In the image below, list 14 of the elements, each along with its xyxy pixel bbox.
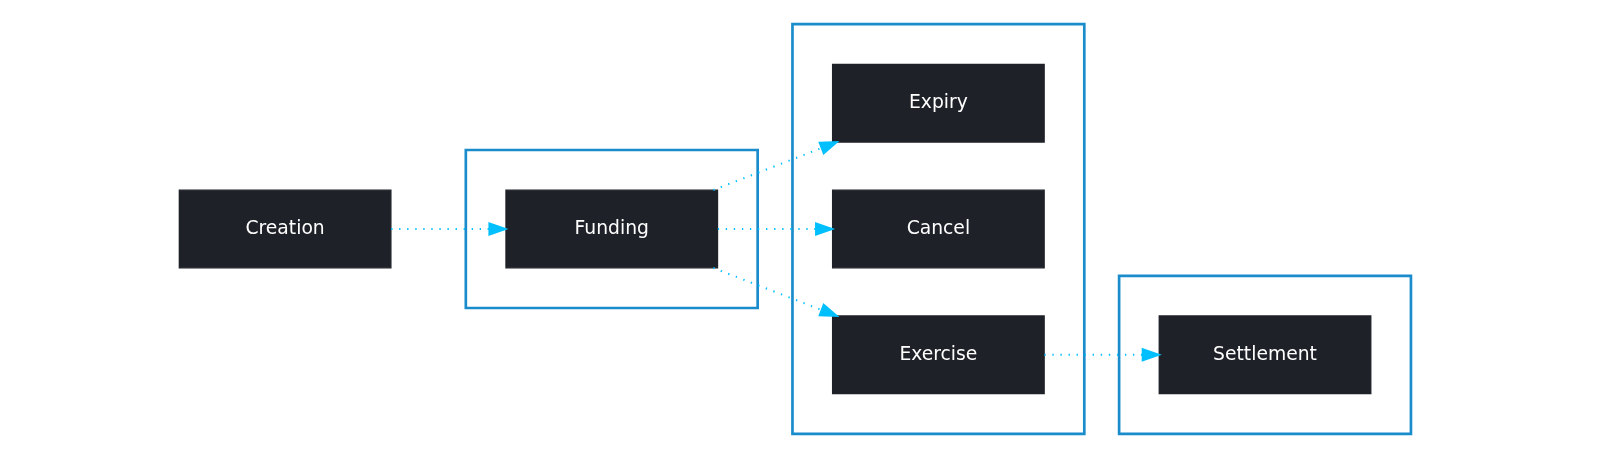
node-box: Funding xyxy=(504,189,718,269)
node-box: Settlement xyxy=(1158,315,1371,395)
cluster xyxy=(464,148,759,310)
arrow xyxy=(717,221,835,237)
arrow xyxy=(712,141,839,191)
arrow xyxy=(390,221,509,237)
cluster xyxy=(1117,274,1412,436)
arrow xyxy=(1043,347,1162,362)
arrow xyxy=(712,267,839,317)
node-box: Expiry xyxy=(831,63,1045,143)
cluster xyxy=(790,22,1086,436)
node-box: Cancel xyxy=(831,189,1045,269)
node-box: Exercise xyxy=(831,315,1045,395)
node-box: Creation xyxy=(178,189,392,269)
